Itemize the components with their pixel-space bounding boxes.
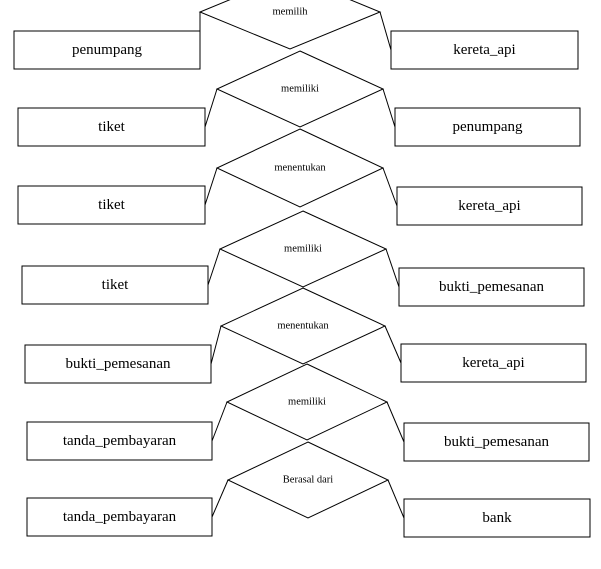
relationship-label: memilih <box>273 7 309 18</box>
entity-label: kereta_api <box>462 355 524 371</box>
entity-label: tanda_pembayaran <box>63 433 177 449</box>
connector-line <box>387 479 405 519</box>
entity-label: tiket <box>98 197 125 213</box>
entity-box <box>26 421 213 461</box>
entity-box <box>403 498 591 538</box>
entity-box <box>400 343 587 383</box>
relationship-row: penumpang kereta_api memilih <box>13 0 579 70</box>
entity-box <box>396 186 583 226</box>
relationship-label: menentukan <box>274 163 326 174</box>
relationship-row: tiket kereta_api menentukan <box>17 128 583 226</box>
entity-label: tiket <box>102 277 129 293</box>
entity-label: penumpang <box>453 119 523 135</box>
relationship-label: Berasal dari <box>283 475 334 486</box>
connector-line <box>382 167 398 207</box>
connector-line <box>204 167 218 206</box>
relationship-label: memiliki <box>281 84 319 95</box>
entity-box <box>394 107 581 147</box>
relationship-label: memiliki <box>288 397 326 408</box>
connector-line <box>386 401 405 443</box>
relationship-row: bukti_pemesanan kereta_api menentukan <box>24 287 587 384</box>
entity-box <box>403 422 590 462</box>
relationship-diamond <box>219 287 387 365</box>
connector-line <box>384 325 402 364</box>
connector-line <box>211 479 229 518</box>
entity-label: tiket <box>98 119 125 135</box>
connector-line <box>211 401 228 442</box>
relationship-diamond <box>226 441 390 519</box>
entity-label: bukti_pemesanan <box>444 434 549 450</box>
relationship-label: menentukan <box>277 321 329 332</box>
relationship-row: tanda_pembayaran bank Berasal dari <box>26 441 591 538</box>
entity-label: bank <box>482 510 512 526</box>
entity-box <box>24 344 212 384</box>
connector-line <box>210 325 222 365</box>
entity-box <box>398 267 585 307</box>
entity-box <box>21 265 209 305</box>
entity-label: kereta_api <box>458 198 520 214</box>
entity-label: bukti_pemesanan <box>66 356 171 372</box>
connector-line <box>382 88 396 128</box>
entity-label: tanda_pembayaran <box>63 509 177 525</box>
entity-label: penumpang <box>72 42 142 58</box>
entity-box <box>26 497 213 537</box>
entity-box <box>390 30 579 70</box>
relationship-row: tiket penumpang memiliki <box>17 50 581 147</box>
connector-line <box>207 248 221 286</box>
entity-box <box>17 107 206 147</box>
relationship-diamond <box>225 363 389 441</box>
relationship-diamond <box>218 210 388 288</box>
relationship-diamond <box>198 0 382 50</box>
relationship-label: memiliki <box>284 244 322 255</box>
connector-line <box>379 11 392 51</box>
entity-label: kereta_api <box>453 42 515 58</box>
entity-box <box>13 30 201 70</box>
entity-box <box>17 185 206 225</box>
relationship-diamond <box>215 128 385 208</box>
relationship-diamond <box>215 50 385 128</box>
connector-line <box>385 248 400 288</box>
relationship-row: tiket bukti_pemesanan memiliki <box>21 210 585 307</box>
connector-line <box>204 88 218 128</box>
relationship-row: tanda_pembayaran bukti_pemesanan memiliki <box>26 363 590 462</box>
entity-label: bukti_pemesanan <box>439 279 544 295</box>
